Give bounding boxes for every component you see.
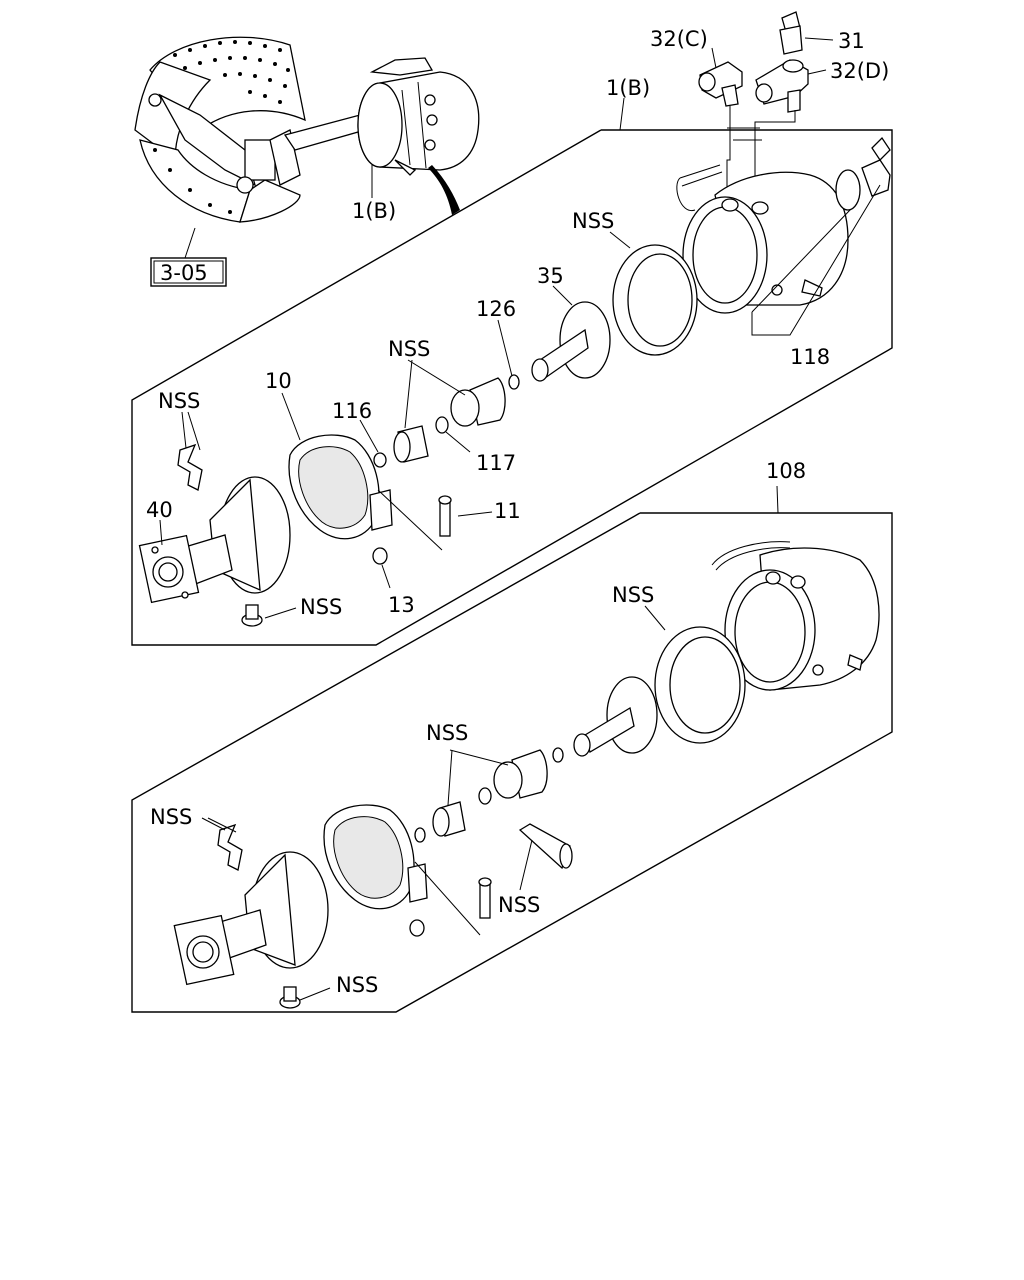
label-108: 108 <box>766 459 806 483</box>
clamp-ring-lower <box>323 804 428 910</box>
label-1b-top: 1(B) <box>606 76 650 100</box>
label-10: 10 <box>265 369 292 393</box>
label-11: 11 <box>494 499 521 523</box>
bushing-lower <box>432 801 466 837</box>
washer-116 <box>373 452 387 468</box>
nut-nss-lower <box>279 986 301 1009</box>
lining-rivets <box>153 40 290 214</box>
label-31: 31 <box>838 29 865 53</box>
chamber-housing-108 <box>711 541 880 691</box>
push-rod-lower <box>573 676 658 757</box>
nut-lower <box>409 919 425 937</box>
return-spring-lower <box>217 823 243 871</box>
washer-lower-2 <box>414 827 426 843</box>
label-nss-spring: NSS <box>158 389 200 413</box>
label-32c: 32(C) <box>650 27 708 51</box>
breather-fitting <box>861 136 891 197</box>
fitting-32c <box>698 61 743 107</box>
nut-13 <box>372 547 388 565</box>
adapter-40 <box>138 476 291 604</box>
upper-assembly-panel <box>131 129 893 646</box>
o-ring-lower <box>478 787 492 805</box>
label-118: 118 <box>790 345 830 369</box>
cup-seal-lower <box>493 749 548 799</box>
label-nss-cup: NSS <box>388 337 430 361</box>
washer-lower <box>552 747 564 763</box>
leader-bolt <box>377 489 443 551</box>
return-spring <box>177 443 203 491</box>
fitting-32d <box>755 59 809 113</box>
cup-seal <box>450 377 506 427</box>
leader-lines <box>159 37 834 1001</box>
washer-126 <box>508 374 520 390</box>
label-nss-spring2: NSS <box>150 805 192 829</box>
label-nss-nut2: NSS <box>336 973 378 997</box>
label-nss-boot: NSS <box>498 893 540 917</box>
reference-box-text: 3-05 <box>160 261 208 285</box>
label-nss-seal: NSS <box>572 209 614 233</box>
lower-assembly-panel <box>131 512 893 1013</box>
adapter-lower <box>173 851 329 986</box>
diaphragm-seal-lower <box>654 626 746 744</box>
label-126: 126 <box>476 297 516 321</box>
o-ring <box>835 169 861 211</box>
fitting-31 <box>779 11 803 55</box>
leader-118 <box>751 184 881 336</box>
brake-chamber-1b <box>357 57 480 215</box>
label-13: 13 <box>388 593 415 617</box>
bolt-lower <box>478 877 492 919</box>
label-40: 40 <box>146 498 173 522</box>
diaphragm-seal <box>612 244 698 356</box>
boot-lower <box>518 823 573 870</box>
bushing <box>393 425 429 463</box>
label-32d: 32(D) <box>830 59 889 83</box>
clamp-ring-10 <box>288 434 393 540</box>
nut-nss <box>241 604 263 627</box>
label-116: 116 <box>332 399 372 423</box>
push-rod-35 <box>531 301 611 382</box>
label-nss-seal2: NSS <box>612 583 654 607</box>
brake-shoe-assembly <box>134 36 366 223</box>
chamber-housing-118 <box>676 164 849 314</box>
label-117: 117 <box>476 451 516 475</box>
bolt-11 <box>438 495 452 537</box>
leader-bolt-lower <box>414 861 481 936</box>
o-ring-117 <box>435 416 449 434</box>
label-nss-cup2: NSS <box>426 721 468 745</box>
reference-box[interactable]: 3-05 <box>150 227 227 287</box>
label-nss-nut: NSS <box>300 595 342 619</box>
label-35: 35 <box>537 264 564 288</box>
fitting-leader-lines <box>726 106 796 205</box>
label-1b-left: 1(B) <box>352 199 396 223</box>
